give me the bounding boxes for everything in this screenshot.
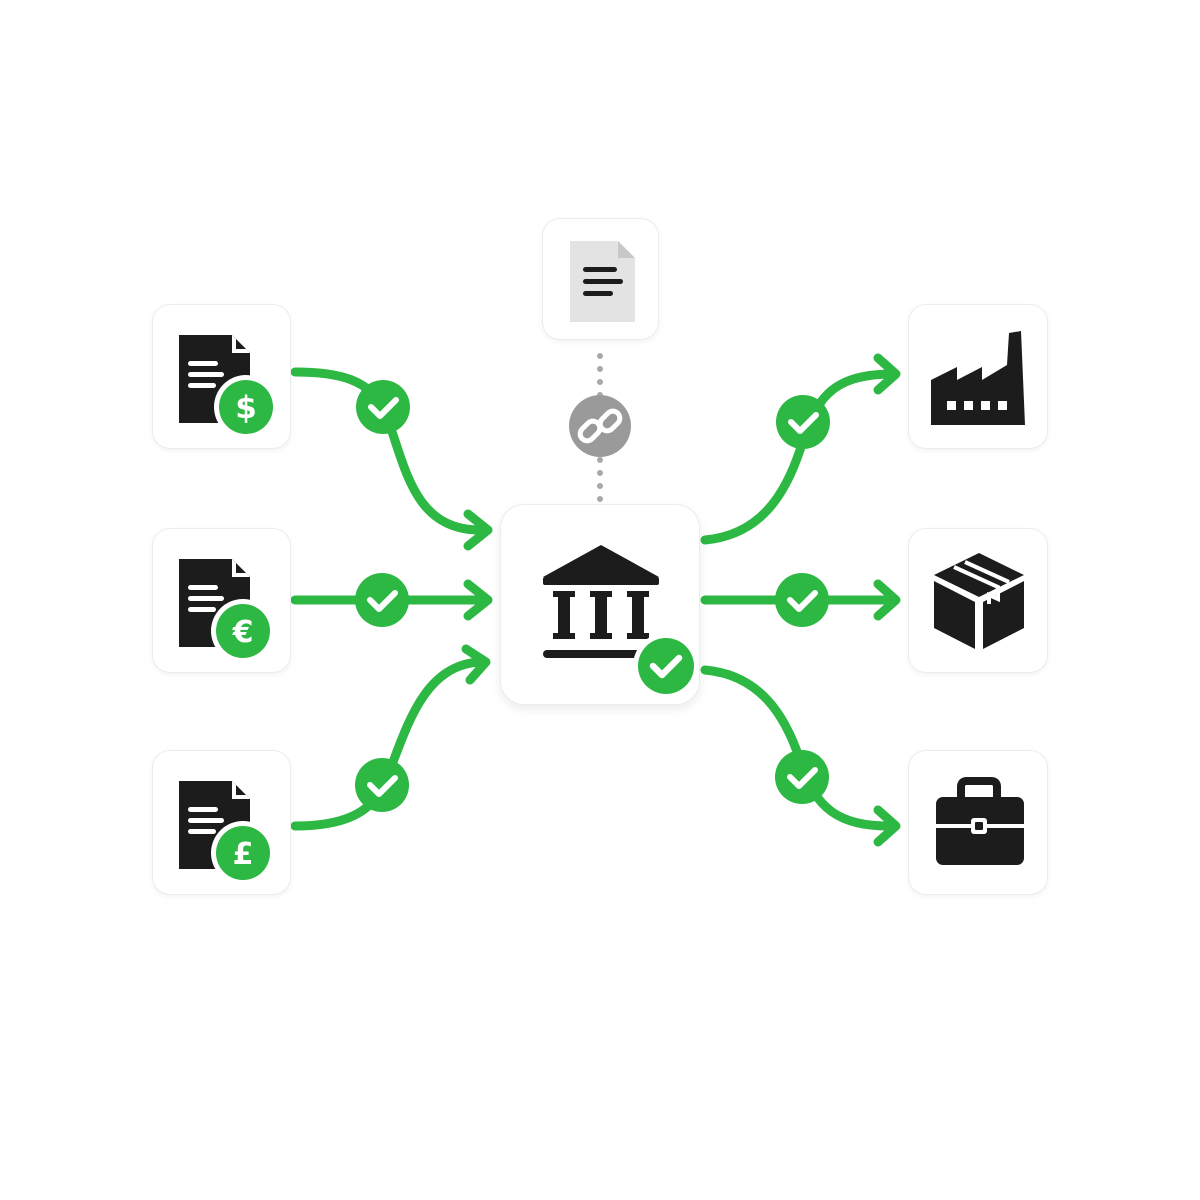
reference-link-connector [569, 353, 631, 503]
currency-symbol: £ [233, 837, 254, 872]
connector-check-badges [355, 380, 830, 812]
output-card-package [908, 528, 1048, 673]
reference-document-card [542, 218, 659, 340]
invoice-pound-icon: £ [179, 781, 275, 885]
input-arrowhead-pound [461, 644, 491, 685]
currency-symbol: € [232, 615, 254, 650]
invoice-euro-icon: € [179, 559, 275, 663]
bank-icon [543, 545, 659, 658]
check-icon [776, 395, 830, 449]
check-icon [355, 573, 409, 627]
factory-icon [931, 331, 1025, 425]
invoice-card-dollar: $ [152, 304, 291, 449]
check-icon [775, 750, 829, 804]
invoice-card-euro: € [152, 528, 291, 673]
input-arrowhead-dollar [463, 509, 493, 551]
check-icon [775, 573, 829, 627]
link-icon [577, 408, 623, 444]
output-card-briefcase [908, 750, 1048, 895]
check-icon [633, 633, 699, 699]
invoice-card-pound: £ [152, 750, 291, 895]
output-arrowhead-factory [873, 353, 901, 395]
document-icon [570, 241, 635, 322]
output-arrowhead-briefcase [873, 805, 901, 847]
invoice-dollar-icon: $ [179, 335, 278, 439]
output-arrowhead-package [873, 579, 901, 621]
currency-symbol: $ [235, 390, 257, 426]
check-icon [355, 758, 409, 812]
input-arrowhead-euro [463, 579, 493, 621]
hub-status-badge [633, 633, 699, 699]
briefcase-icon [936, 777, 1024, 865]
check-icon [356, 380, 410, 434]
output-card-factory [908, 304, 1048, 449]
package-icon [934, 553, 1024, 649]
output-connector-factory [700, 369, 895, 545]
